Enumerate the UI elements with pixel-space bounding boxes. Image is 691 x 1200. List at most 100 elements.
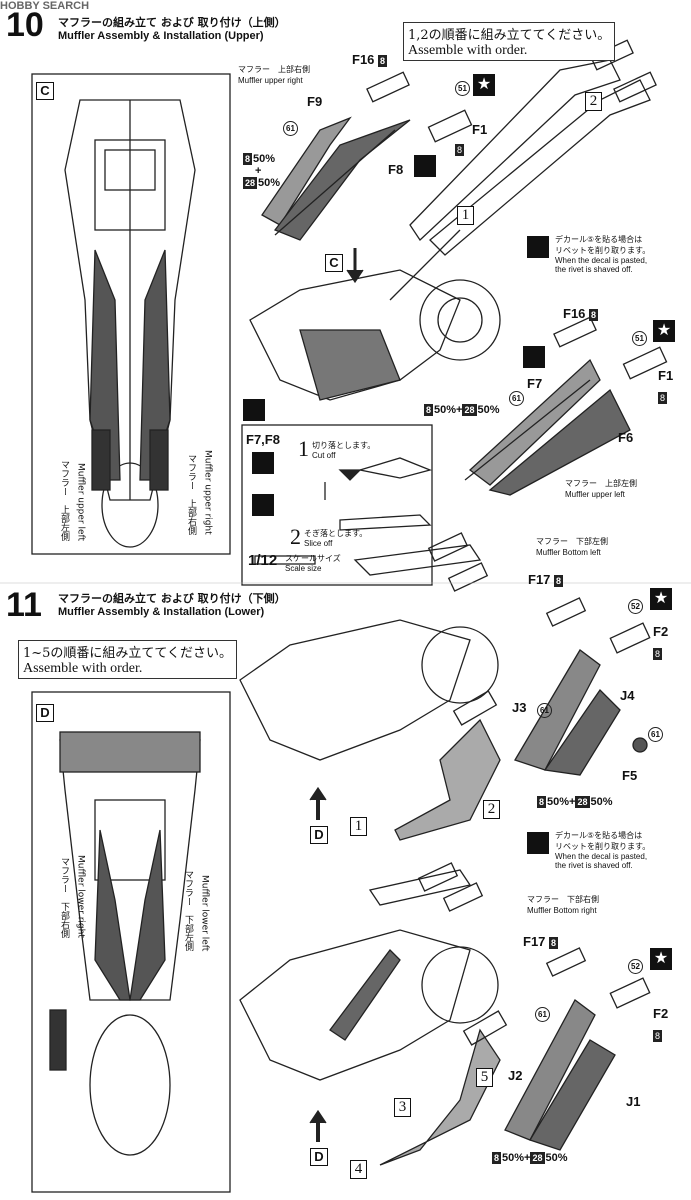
mix-a-pct: 50% (434, 404, 457, 416)
sprue-box: 8 (455, 144, 465, 156)
step11-marker-5: 5 (476, 1068, 493, 1087)
upper-left-label-en: Muffler upper left (565, 490, 625, 499)
step10-view-frame (31, 73, 231, 555)
mix-b: 28 (530, 1152, 545, 1164)
sprue-box: 8 (589, 309, 599, 321)
star-icon-c: ★ (650, 588, 672, 610)
mix-plus: + (569, 796, 576, 808)
mix-a: 8 (492, 1152, 502, 1164)
decal-note-jp1: デカール⑤を貼る場合は (555, 831, 643, 840)
part-id: F16 (563, 306, 586, 321)
part-id: F17 (523, 934, 546, 949)
sprue-8-b: 8 (658, 388, 668, 406)
paint-code: 61 (537, 703, 552, 718)
mix-a: 8 (424, 404, 434, 416)
f6-f7-muffler (464, 358, 631, 496)
cut-icon (252, 452, 274, 474)
cut-off-en: Cut off (312, 451, 336, 460)
mix-a: 8 (243, 153, 253, 165)
decal-icon-b (527, 832, 549, 854)
step11-title-jp: マフラーの組み立て および 取り付け（下側） (58, 592, 286, 605)
paint-code: 61 (648, 727, 663, 742)
slice-off-jp: そぎ落とします。 (304, 529, 368, 538)
order-note-jp: 1,2の順番に組み立ててください。 (408, 28, 611, 43)
view-label-d: D (36, 704, 54, 722)
decal-note-jp1: デカール⑤を貼る場合は (555, 235, 643, 244)
paint-code: 61 (535, 1007, 550, 1022)
j3-j4-muffler (514, 597, 651, 776)
mix-b-pct: 50% (590, 796, 613, 808)
paint-61-c: 61 (537, 700, 552, 718)
lower-left-label-11: マフラー 下部左側 Muffler lower left (182, 870, 209, 956)
sprue-box: 8 (658, 392, 668, 404)
part-f16: F16 8 (352, 52, 388, 67)
mix-a-pct: 50% (502, 1152, 525, 1164)
view-label-d-arrow-a: D (310, 826, 328, 844)
upper-right-label-jp: マフラー 上部右側 (238, 65, 310, 74)
view-label-c-arrow: C (325, 254, 343, 272)
sprue-box: 8 (549, 937, 559, 949)
step11-view-frame (31, 691, 231, 1193)
part-f1: F1 (472, 122, 488, 137)
scale-jp: スケールサイズ (285, 554, 341, 563)
bike-bottom-view-d (49, 731, 201, 1156)
upper-right-label-en: Muffler upper right (238, 76, 303, 85)
part-f1-b: F1 (658, 368, 674, 383)
paint-61-b: 61 (509, 388, 524, 406)
part-f17-b: F17 8 (523, 934, 559, 949)
sprue-box: 8 (554, 575, 564, 587)
step-1-marker: 1 (457, 206, 474, 225)
decal-52-b: 52 (628, 956, 643, 974)
mix-b: 28 (575, 796, 590, 808)
mix-plus: + (255, 165, 262, 177)
cut-off-jp: 切り落とします。 (312, 441, 376, 450)
decal-52-a: 52 (628, 596, 643, 614)
bottom-right-label-en: Muffler Bottom right (527, 906, 597, 915)
label-en: Muffler lower right (75, 855, 86, 938)
sprue-box: 8 (653, 1030, 663, 1042)
bike-top-view-c (64, 99, 196, 548)
step10-number: 10 (6, 6, 44, 44)
mix-b: 28 (462, 404, 477, 416)
paint-brush-icon (414, 155, 436, 177)
bike-side-view-lower-a (239, 532, 501, 841)
upper-left-label-jp: マフラー 上部左側 (565, 479, 637, 488)
upper-muffler-assembly (409, 39, 657, 256)
cut-step-1: 1 (298, 436, 309, 461)
decal-code: 51 (455, 81, 470, 96)
part-f6: F6 (618, 430, 634, 445)
paint-code: 61 (509, 391, 524, 406)
part-f8: F8 (388, 162, 404, 177)
step10-title-jp: マフラーの組み立て および 取り付け（上側） (58, 16, 286, 29)
order-note-en: Assemble with order. (408, 43, 528, 58)
label-jp: マフラー 上部左側 (59, 460, 69, 541)
mix-b-pct: 50% (545, 1152, 568, 1164)
decal-note-10: デカール⑤を貼る場合は リベットを削り取ります。 When the decal … (555, 234, 650, 274)
part-f7: F7 (527, 376, 543, 391)
lower-right-label-11: マフラー 下部右側 Muffler lower right (58, 855, 85, 943)
bike-side-view-upper (249, 229, 501, 401)
bottom-right-label-jp: マフラー 下部右側 (527, 895, 599, 904)
label-jp: マフラー 下部右側 (59, 856, 69, 938)
decal-code: 51 (632, 331, 647, 346)
paint-code: 61 (283, 121, 298, 136)
sprue-box: 8 (653, 648, 663, 660)
mix-b-pct: 50% (258, 177, 281, 189)
part-f16-b: F16 8 (563, 306, 599, 321)
decal-code: 52 (628, 599, 643, 614)
decal-51-a: 51 (455, 78, 470, 96)
sprue-8-d: 8 (653, 1026, 663, 1044)
mix-a: 8 (537, 796, 547, 808)
step11-number: 11 (6, 586, 42, 624)
part-j2: J2 (508, 1068, 523, 1083)
mix-b-pct: 50% (477, 404, 500, 416)
f8-f9-muffler (261, 116, 411, 241)
decal-icon (527, 236, 549, 258)
slice-icon (252, 494, 274, 516)
mix-plus: + (456, 404, 463, 416)
mix-b: 28 (243, 177, 258, 189)
decal-note-en2: the rivet is shaved off. (555, 861, 633, 870)
